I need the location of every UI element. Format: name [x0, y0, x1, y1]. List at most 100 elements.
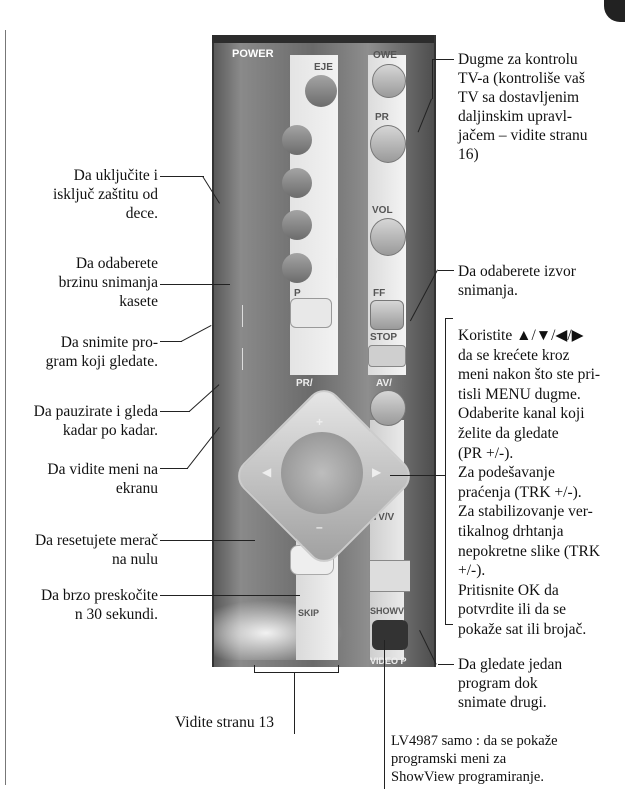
video-label: VIDEO P: [370, 656, 407, 666]
label-skip: Da brzo preskočite n 30 sekundi.: [41, 586, 158, 624]
tv-power-button[interactable]: [372, 64, 406, 98]
label-line: kadar po kadar.: [62, 422, 158, 439]
ff-label: FF: [373, 288, 386, 299]
av-button[interactable]: [370, 390, 406, 426]
leader-record-speed: [160, 284, 230, 285]
label-line: praćenja (TRK +/-).: [458, 483, 582, 501]
label-line: isključ zaštitu od: [52, 186, 158, 203]
label-line: Odaberite kanal koji: [458, 405, 585, 423]
label-line: Da odaberete izvor: [458, 263, 576, 280]
pr2-label: PR/: [296, 378, 313, 389]
label-line: LV4987 samo : da se pokaže: [391, 733, 558, 749]
remote-top-edge: [212, 35, 434, 43]
label-line: 16): [458, 146, 479, 163]
leader-navigation-pad: [390, 475, 445, 476]
play-button[interactable]: [282, 253, 312, 283]
av-label: AV/: [376, 378, 392, 389]
label-watch-other: Da gledate jedan program dok snimate dru…: [458, 655, 562, 712]
label-line: program dok: [458, 675, 538, 692]
label-see-page: Vidite stranu 13: [175, 714, 274, 731]
tv-pr-button[interactable]: [370, 125, 406, 163]
record-mark: [242, 305, 243, 327]
label-tv-control: Dugme za kontrolu TV-a (kontroliše vaš T…: [458, 50, 588, 164]
label-line: TV-a (kontroliše vaš: [458, 70, 585, 87]
label-menu: Da vidite meni na ekranu: [47, 460, 158, 498]
record-speed-button[interactable]: [282, 168, 312, 198]
page-tab-marker: [604, 0, 625, 22]
label-line: ekranu: [115, 480, 158, 497]
watch-other-button[interactable]: [370, 560, 410, 592]
label-child-lock: Da uključite i isključ zaštitu od dece.: [53, 166, 158, 223]
record-mark-2: [242, 348, 243, 370]
leader-record-program-diag: [181, 325, 212, 342]
label-line: nepokretne slike (TRK: [458, 542, 601, 560]
child-lock-button[interactable]: [282, 125, 312, 155]
left-arrow-icon[interactable]: ◀: [262, 465, 272, 479]
tv-power-label: OWE: [373, 50, 397, 61]
label-line: Za stabilizovanje ver-: [458, 503, 593, 521]
leader-showview: [384, 640, 385, 789]
ff-button[interactable]: [370, 300, 404, 330]
label-line: dece.: [125, 205, 158, 222]
bracket-see-page-left: [254, 665, 255, 673]
tvv-label: TV/V: [372, 512, 395, 523]
label-line: kasete: [119, 293, 158, 310]
page-margin-line: [5, 30, 6, 785]
leader-reset-counter: [160, 540, 255, 541]
leader-navigation-bottom: [445, 624, 453, 625]
right-arrow-icon[interactable]: ▶: [372, 465, 382, 479]
label-line: n 30 sekundi.: [74, 606, 158, 623]
label-line: +/-).: [458, 562, 486, 580]
up-arrow-icon[interactable]: +: [316, 415, 324, 429]
pr-label: PR: [375, 112, 389, 123]
leader-pause: [160, 411, 190, 412]
pause-button[interactable]: [282, 210, 312, 240]
label-line: Da snimite pro-: [60, 334, 158, 351]
stop-button[interactable]: [368, 345, 406, 367]
ok-button[interactable]: [281, 432, 363, 514]
label-line: tisli MENU dugme.: [458, 385, 581, 403]
label-line: (PR +/-).: [458, 444, 514, 462]
label-line: Da vidite meni na: [47, 461, 158, 478]
label-navigation: Koristite ▲/▼/◀/▶ da se krećete kroz men…: [458, 326, 600, 640]
label-record-source: Da odaberete izvor snimanja.: [458, 262, 576, 300]
label-line: pokaže sat ili brojač.: [458, 620, 587, 638]
leader-child-lock: [160, 176, 204, 177]
eject-button[interactable]: [305, 75, 337, 107]
rew-button[interactable]: [290, 298, 332, 328]
label-line: meni nakon što ste pri-: [458, 366, 601, 384]
down-arrow-icon[interactable]: –: [316, 520, 323, 534]
leader-navigation-v: [445, 318, 446, 624]
tv-vol-button[interactable]: [370, 218, 406, 256]
label-line: Da resetujete merač: [34, 532, 158, 549]
label-reset-counter: Da resetujete merač na nulu: [35, 531, 158, 569]
label-line: Da pauzirate i gleda: [33, 403, 158, 420]
leader-record-program: [160, 341, 182, 342]
leader-skip: [160, 595, 300, 596]
showview-label: SHOWV: [370, 606, 405, 616]
label-line: brzinu snimanja: [58, 274, 158, 291]
label-pause: Da pauzirate i gleda kadar po kadar.: [34, 402, 158, 440]
label-line: Pritisnite OK da: [458, 581, 559, 599]
label-line: jačem – vidite stranu: [458, 127, 588, 144]
leader-tv-control-v: [432, 59, 433, 99]
label-line: Da brzo preskočite: [40, 587, 158, 604]
label-line: gram koji gledate.: [45, 353, 158, 370]
label-line: Koristite ▲/▼/◀/▶: [458, 327, 584, 344]
stop-label: STOP: [370, 332, 398, 343]
leader-tv-control-top: [432, 59, 454, 60]
vol-label: VOL: [372, 205, 393, 216]
label-line: tikalnog drhtanja: [458, 522, 564, 540]
label-line: potvrdite ili da se: [458, 601, 567, 619]
label-line: želite da gledate: [458, 424, 559, 442]
label-line: Da odaberete: [75, 255, 158, 272]
label-record-speed: Da odaberete brzinu snimanja kasete: [59, 254, 158, 311]
p-label: P: [294, 288, 301, 299]
showview-button[interactable]: [372, 620, 408, 650]
label-line: Za podešavanje: [458, 464, 555, 482]
label-line: da se krećete kroz: [458, 346, 570, 364]
label-line: daljinskim upravl-: [458, 108, 573, 125]
leader-menu: [160, 468, 188, 469]
label-line: snimate drugi.: [458, 694, 547, 711]
label-line: TV sa dostavljenim: [458, 89, 580, 106]
